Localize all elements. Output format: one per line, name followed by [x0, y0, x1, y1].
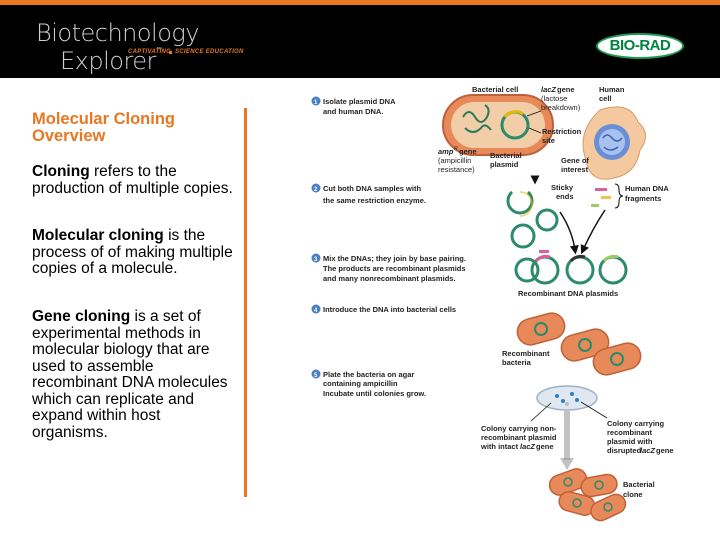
label-restriction: Restriction — [542, 127, 582, 136]
logo-biotechnology: Biotechnology — [36, 19, 200, 47]
step-5-line-1: Plate the bacteria on agar — [323, 370, 414, 379]
step-1-line-1: Isolate plasmid DNA — [323, 97, 396, 106]
step-1-number: 1 — [314, 100, 318, 106]
step-2-line-2: the same restriction enzyme. — [323, 196, 426, 205]
label-colony-nonrecombinant-3: with intact — [480, 442, 519, 451]
step-5: 5 Plate the bacteria on agar containing … — [311, 369, 426, 398]
step-5-number: 5 — [314, 373, 318, 379]
cut-plasmid-icon — [506, 190, 534, 217]
bio-rad-logo: BIO-RAD — [596, 33, 684, 59]
term-molecular-cloning: Molecular cloning — [32, 227, 164, 244]
definition-gene-cloning: is a set of experimental methods in mole… — [32, 308, 228, 441]
bacterial-cell-icon — [442, 94, 554, 156]
label-gene-of-interest-1: Gene of — [561, 156, 589, 165]
label-recombinant-bacteria: bacteria — [502, 358, 532, 367]
label-sticky-ends: ends — [556, 192, 574, 201]
label-colony-nonrecombinant-2: recombinant plasmid — [481, 433, 557, 442]
logo-explorer: Explorer — [60, 47, 156, 75]
label-colony-recombinant-2: recombinant — [607, 428, 653, 437]
header-bar: Biotechnology Explorer ™ CAPTIVATING SCI… — [0, 5, 720, 78]
logo-trademark: ™ — [156, 47, 162, 53]
step-3: 3 Mix the DNAs; they join by base pairin… — [311, 253, 466, 283]
label-colony-recombinant-gene: gene — [656, 446, 674, 455]
label-bacterial-clone-1: Bacterial — [623, 480, 655, 489]
term-gene-cloning: Gene cloning — [32, 308, 131, 325]
mixed-plasmids-icon — [510, 208, 559, 283]
agar-plate-icon — [536, 385, 598, 411]
tagline-dot-icon — [169, 51, 172, 54]
label-human-cell-1: Human — [599, 85, 625, 94]
recombinant-plasmids-icon — [530, 254, 628, 285]
term-cloning: Cloning — [32, 163, 90, 180]
label-ampr-gene: gene — [459, 147, 477, 156]
label-bacterial-cell: Bacterial cell — [472, 85, 518, 94]
step-5-line-2: containing ampicillin — [323, 379, 398, 388]
bacterial-clone-icon — [548, 468, 627, 522]
label-restriction-site: site — [542, 136, 555, 145]
step-4-line-1: Introduce the DNA into bacterial cells — [323, 305, 456, 314]
cloning-diagram: 1 Isolate plasmid DNA and human DNA. 2 C… — [311, 85, 674, 522]
label-colony-nonrecombinant-lacz: lacZ — [520, 442, 535, 451]
label-lacz-breakdown: breakdown) — [541, 103, 581, 112]
step-2-number: 2 — [314, 187, 318, 193]
label-recombinant-plasmids: Recombinant DNA plasmids — [518, 289, 618, 298]
tagline-captivating: CAPTIVATING — [128, 49, 172, 55]
label-bacterial-plasmid-2: plasmid — [490, 160, 519, 169]
step-5-marker-icon — [311, 369, 321, 379]
recombinant-bacteria-icon — [516, 312, 642, 376]
step-2-marker-icon — [311, 183, 321, 193]
slide-title: Molecular Cloning Overview — [32, 110, 176, 145]
step-3-marker-icon — [311, 253, 321, 263]
step-2-line-1: Cut both DNA samples with — [323, 184, 421, 193]
step-4: 4 Introduce the DNA into bacterial cells — [311, 304, 456, 314]
paragraph-gene-cloning: Gene cloning is a set of experimental me… — [32, 308, 237, 441]
label-colony-nonrecombinant-gene: gene — [536, 442, 554, 451]
label-bacterial-clone-2: clone — [623, 490, 643, 499]
label-colony-recombinant-lacz: lacZ — [640, 446, 655, 455]
label-sticky: Sticky — [551, 183, 574, 192]
step-1-line-2: and human DNA. — [323, 107, 383, 116]
label-ampr-italic: amp — [438, 147, 454, 156]
label-human-dna: Human DNA — [625, 184, 669, 193]
label-ampr-ampicillin: (ampicillin — [438, 156, 471, 165]
step-3-line-2: The products are recombinant plasmids — [323, 264, 466, 273]
step-3-number: 3 — [314, 257, 318, 263]
label-human-dna-fragments: fragments — [625, 194, 661, 203]
step-3-line-3: and many nonrecombinant plasmids. — [323, 274, 456, 283]
paragraph-molecular-cloning: Molecular cloning is the process of of m… — [32, 227, 237, 278]
logo-tagline: CAPTIVATING SCIENCE EDUCATION — [128, 49, 254, 58]
label-human-cell-2: cell — [599, 94, 612, 103]
step-2: 2 Cut both DNA samples with the same res… — [311, 183, 426, 205]
label-lacz-gene: gene — [557, 85, 575, 94]
step-4-marker-icon — [311, 304, 321, 314]
step-1: 1 Isolate plasmid DNA and human DNA. — [311, 96, 396, 116]
step-4-number: 4 — [314, 308, 318, 314]
paragraph-cloning: Cloning refers to the production of mult… — [32, 163, 237, 197]
label-lacz-gene-italic: lacZ — [541, 85, 556, 94]
label-gene-of-interest-2: interest — [561, 165, 589, 174]
top-accent-bar — [0, 0, 720, 5]
human-cell-icon — [582, 106, 646, 180]
label-bacterial-plasmid-1: Bacterial — [490, 151, 522, 160]
divider-line — [244, 108, 247, 497]
label-colony-nonrecombinant-1: Colony carrying non- — [481, 424, 557, 433]
label-ampr-resistance: resistance) — [438, 165, 475, 174]
definition-cloning: refers to the production of multiple cop… — [32, 163, 233, 197]
label-ampr-superscript: R — [454, 146, 458, 152]
tagline-science-education: SCIENCE EDUCATION — [175, 49, 244, 55]
label-colony-recombinant-1: Colony carrying — [607, 419, 665, 428]
label-colony-recombinant-3: plasmid with — [607, 437, 653, 446]
definition-molecular-cloning: is the process of of making multiple cop… — [32, 227, 233, 277]
label-colony-recombinant-4: disrupted — [607, 446, 642, 455]
human-dna-fragments-icon — [591, 183, 624, 209]
step-3-line-1: Mix the DNAs; they join by base pairing. — [323, 254, 466, 263]
step-1-marker-icon — [311, 96, 321, 106]
label-lacz-lactose: (lactose — [541, 94, 567, 103]
label-recombinant: Recombinant — [502, 349, 550, 358]
step-5-line-3: Incubate until colonies grow. — [323, 389, 426, 398]
